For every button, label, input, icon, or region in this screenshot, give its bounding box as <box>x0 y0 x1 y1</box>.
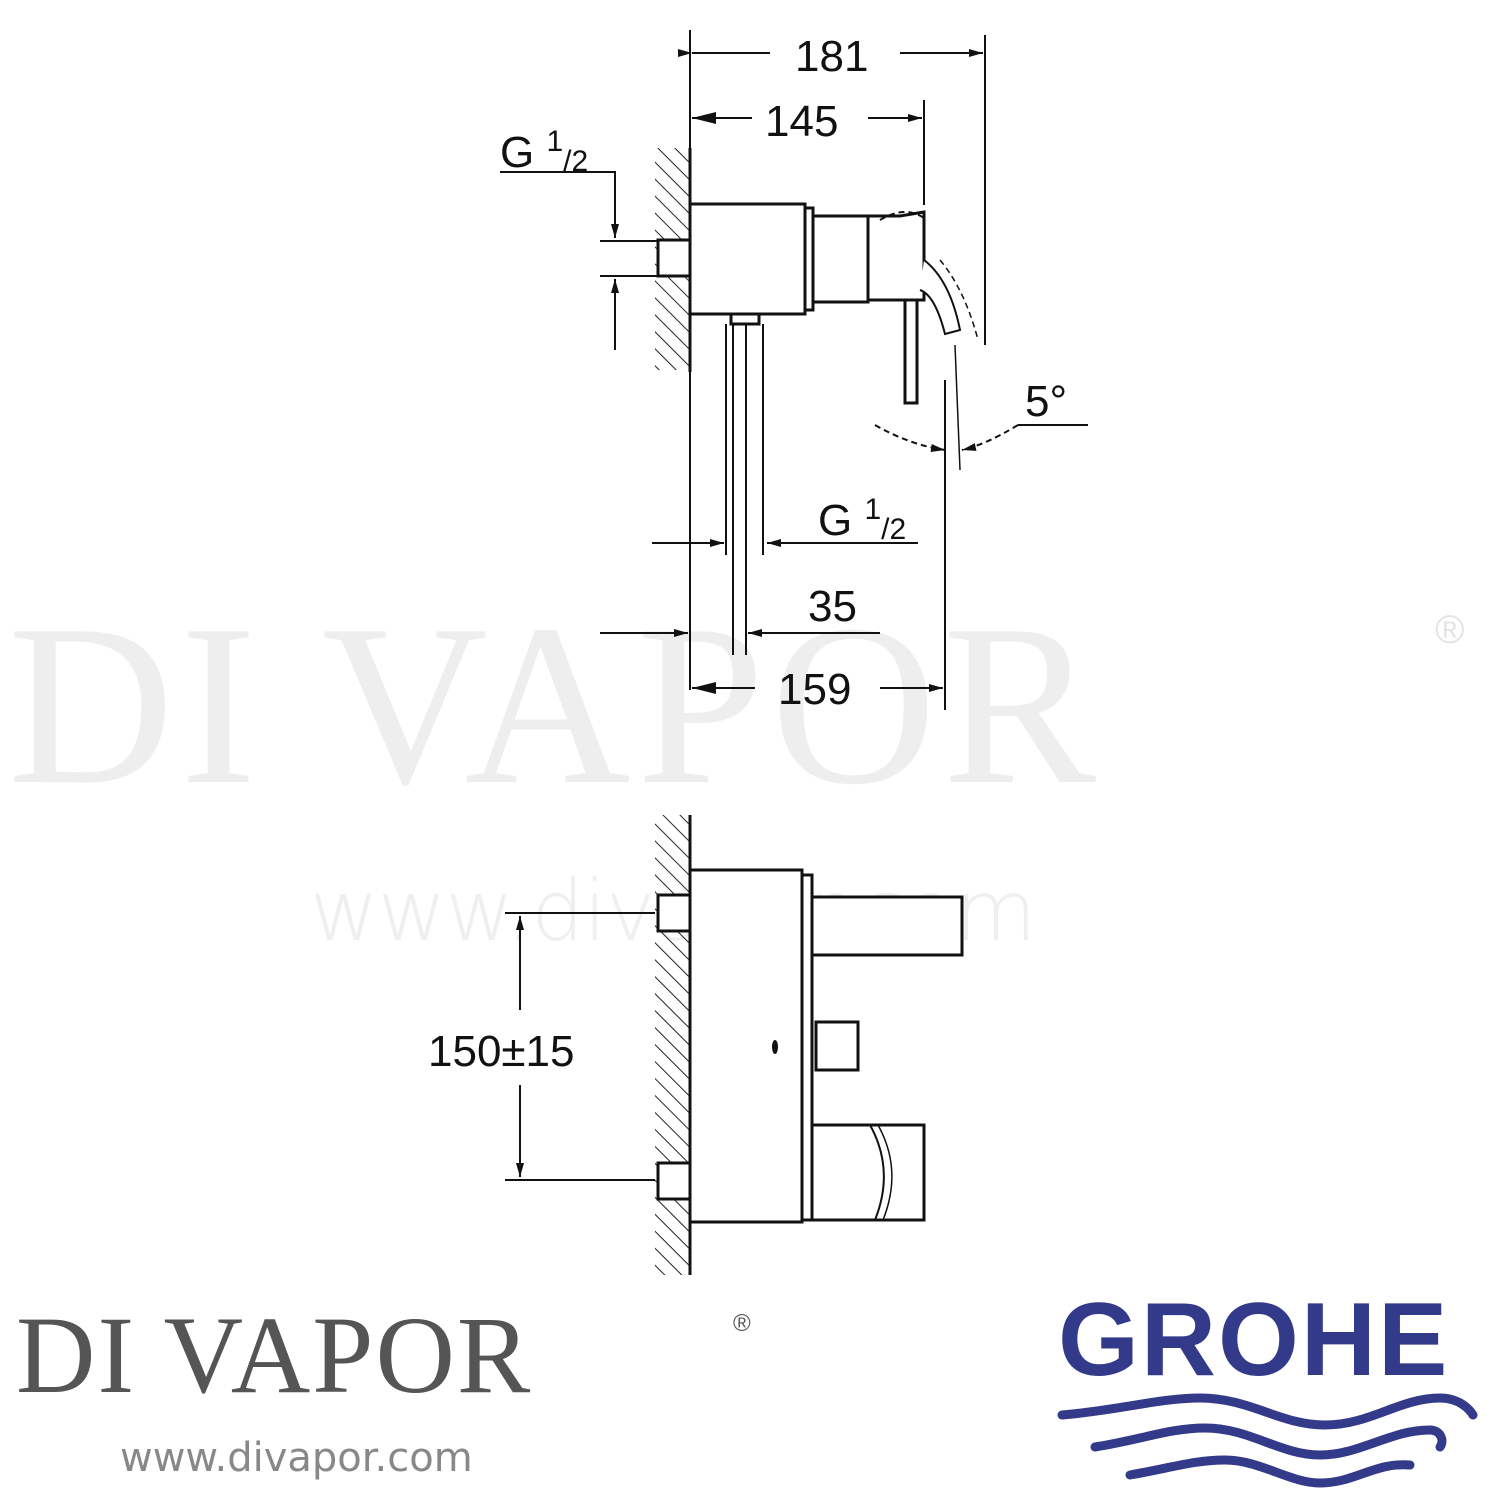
dim-159: 159 <box>778 665 852 714</box>
dim-145: 145 <box>765 97 839 146</box>
thread-num: 1 <box>864 493 882 526</box>
divapor-url: www.divapor.com <box>120 1435 473 1481</box>
lever-handle <box>866 210 926 302</box>
spout <box>810 895 964 957</box>
mixer-body <box>688 202 807 316</box>
dim-181: 181 <box>795 32 869 81</box>
wall-hatch-front <box>655 815 690 1275</box>
grohe-logo: GROHE <box>1058 1282 1450 1398</box>
lever-front <box>810 1123 926 1222</box>
divapor-logo: DI VAPOR <box>16 1294 533 1416</box>
dim-inlet-thread: G 1/2 <box>500 127 588 177</box>
thread-num: 1 <box>546 125 564 158</box>
thread-den: /2 <box>563 145 589 178</box>
dim-outlet-thread: G 1/2 <box>818 495 906 545</box>
watermark-registered-mark: ® <box>1435 608 1465 652</box>
divapor-registered-mark: ® <box>733 1310 751 1337</box>
dim-lever-angle: 5° <box>1025 377 1068 426</box>
front-view <box>505 815 964 1275</box>
mixer-body-front <box>688 868 804 1224</box>
watermark-brand: DI VAPOR <box>8 577 1103 832</box>
thread-g: G <box>818 496 853 545</box>
thread-g: G <box>500 128 535 177</box>
dim-35: 35 <box>808 582 857 631</box>
thread-den: /2 <box>881 513 907 546</box>
grohe-waves-icon <box>1057 1393 1478 1488</box>
side-view <box>500 30 1088 710</box>
diverter-knob <box>814 1020 860 1072</box>
dim-inlet-spacing: 150±15 <box>428 1027 575 1076</box>
